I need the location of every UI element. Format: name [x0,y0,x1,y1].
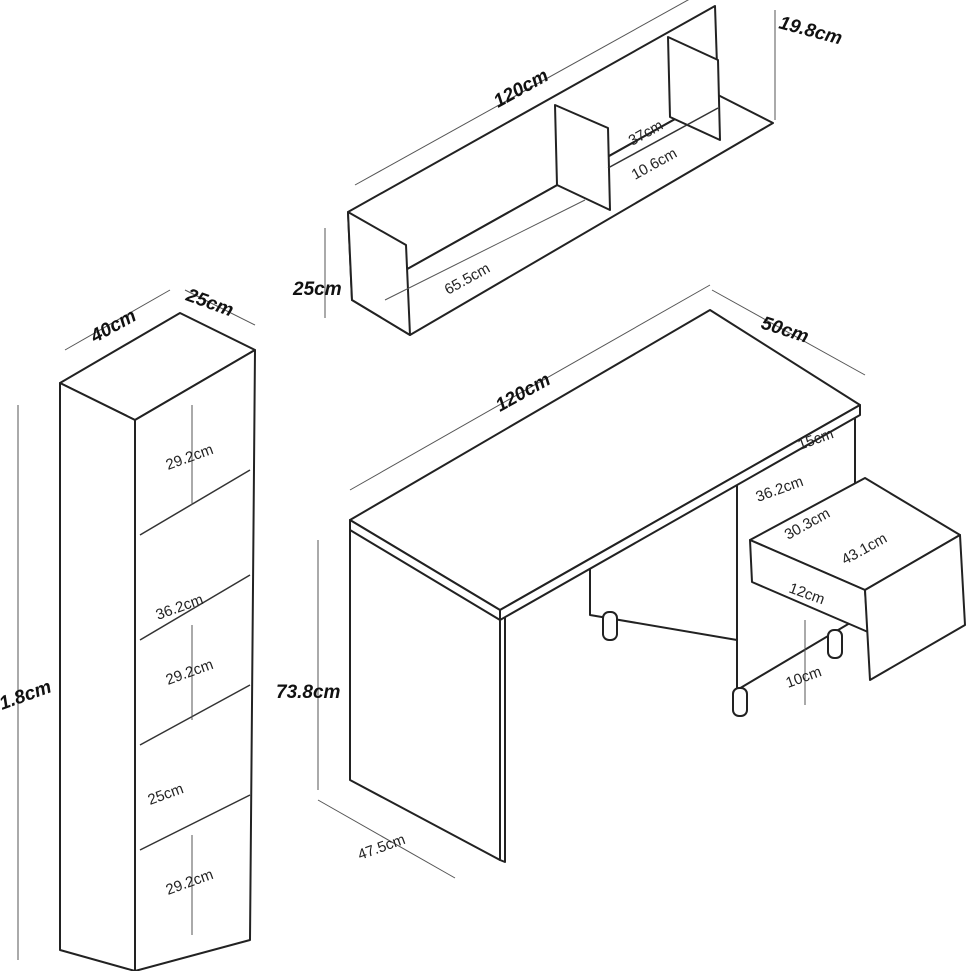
bookcase-height-label: 1.8cm [0,677,54,715]
desk [317,284,966,879]
wall-shelf [324,0,776,336]
shelf-depth-label: 19.8cm [777,13,845,50]
desk-depth-label: 50cm [758,313,811,348]
bookcase [17,289,256,971]
floor-clearance-label: 10cm [784,663,824,692]
desk-height-label: 73.8cm [276,682,341,703]
shelf-height-label: 25cm [292,279,342,300]
bookcase-depth-label: 25cm [182,285,236,322]
